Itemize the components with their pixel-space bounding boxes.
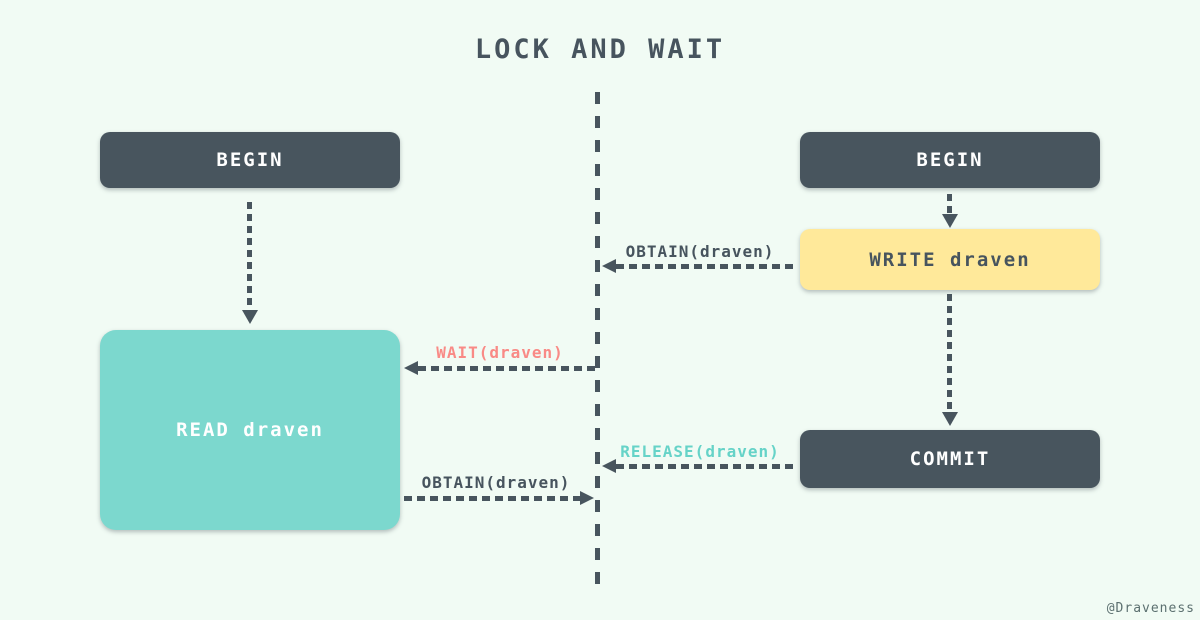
arrow-begin-to-read-head-icon	[242, 310, 258, 324]
watermark: @Draveness	[1106, 601, 1195, 616]
message-obtain-read-head-icon	[580, 491, 594, 505]
node-commit-label: COMMIT	[909, 448, 991, 470]
message-wait-head-icon	[404, 361, 418, 375]
node-begin-left-label: BEGIN	[216, 149, 284, 171]
node-read-draven: READ draven	[100, 330, 400, 530]
arrow-write-to-commit-head-icon	[942, 412, 958, 426]
message-release-label: RELEASE(draven)	[620, 442, 780, 461]
node-write-draven-label: WRITE draven	[869, 248, 1031, 271]
message-release-head-icon	[602, 459, 616, 473]
arrow-begin-to-write-line	[947, 194, 952, 214]
message-obtain-write-line	[616, 264, 798, 269]
message-obtain-write-head-icon	[602, 259, 616, 273]
message-release-line	[616, 464, 798, 469]
message-obtain-read-label: OBTAIN(draven)	[421, 473, 571, 492]
lock-timeline-dashed-line	[595, 92, 600, 584]
message-obtain-write-label: OBTAIN(draven)	[625, 242, 775, 261]
node-write-draven: WRITE draven	[800, 229, 1100, 290]
node-begin-right-label: BEGIN	[916, 149, 984, 171]
node-begin-left: BEGIN	[100, 132, 400, 188]
message-wait-line	[418, 366, 596, 371]
arrow-begin-to-read-line	[247, 202, 252, 310]
node-commit: COMMIT	[800, 430, 1100, 488]
node-begin-right: BEGIN	[800, 132, 1100, 188]
diagram-title: LOCK AND WAIT	[474, 34, 726, 65]
message-wait-label: WAIT(draven)	[436, 343, 564, 362]
arrow-begin-to-write-head-icon	[942, 214, 958, 228]
arrow-write-to-commit-line	[947, 294, 952, 412]
message-obtain-read-line	[404, 496, 580, 501]
node-read-draven-label: READ draven	[176, 419, 324, 441]
